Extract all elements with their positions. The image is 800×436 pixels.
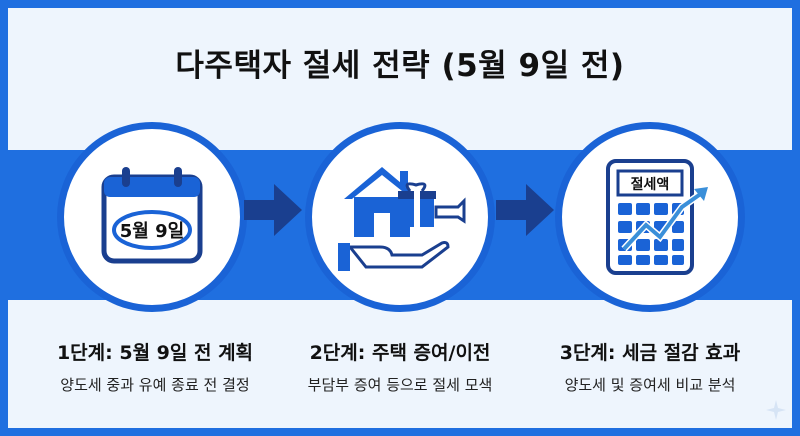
step-2-title: 2단계: 주택 증여/이전 [309,342,491,364]
calculator-chart-icon: 절세액 [606,159,708,275]
arrow-right-icon [496,184,554,236]
calendar-icon: 5월 9일 [101,167,203,264]
sparkle-icon [766,400,786,420]
step-1-title: 1단계: 5월 9일 전 계획 [56,342,254,364]
calendar-date-label: 5월 9일 [120,221,184,242]
step-3-title: 3단계: 세금 절감 효과 [559,342,741,364]
calculator-display-label: 절세액 [631,176,670,193]
step-2-circle [305,122,495,312]
step-1-circle: 5월 9일 [57,122,247,312]
step-3-circle: 절세액 [555,122,745,312]
step-3-desc: 양도세 및 증여세 비교 분석 [564,376,736,394]
bottom-panel [8,300,792,428]
arrow-right-icon [244,184,302,236]
house-gift-icon [338,167,466,271]
page-title: 다주택자 절세 전략 (5월 9일 전) [175,48,625,84]
step-1-desc: 양도세 중과 유예 종료 전 결정 [60,376,250,394]
step-2-desc: 부담부 증여 등으로 절세 모색 [307,376,493,394]
